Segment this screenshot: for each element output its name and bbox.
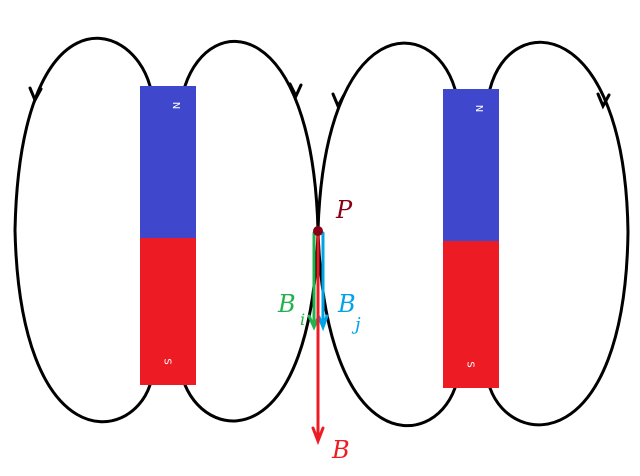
resultant-vector <box>311 231 325 446</box>
field-i-label: B <box>278 290 296 318</box>
resultant-label: B <box>332 436 350 464</box>
field-j-label: B <box>338 290 356 318</box>
south-label: S <box>464 361 476 368</box>
arrow-head-icon <box>288 82 303 100</box>
north-label: N <box>473 104 485 113</box>
magnet-right-north <box>443 89 499 241</box>
field-j-subscript: j <box>355 314 361 335</box>
arrow-head-icon <box>28 86 43 104</box>
magnet-left-south <box>140 238 196 385</box>
point-p <box>313 226 323 236</box>
field-line-right-inner <box>316 41 457 427</box>
point-label: P <box>336 196 353 224</box>
field-i-subscript: i <box>300 310 306 329</box>
magnet-right-south <box>443 241 499 388</box>
arrow-head-icon <box>596 92 611 110</box>
field-line-left-inner <box>183 40 320 423</box>
magnet-left-north <box>140 86 196 238</box>
north-label: N <box>170 101 182 110</box>
field-line-left-outer <box>13 36 152 424</box>
arrow-head-icon <box>331 92 346 110</box>
field-line-right-outer <box>488 40 630 427</box>
field-vector-j <box>317 231 329 332</box>
south-label: S <box>161 358 173 365</box>
